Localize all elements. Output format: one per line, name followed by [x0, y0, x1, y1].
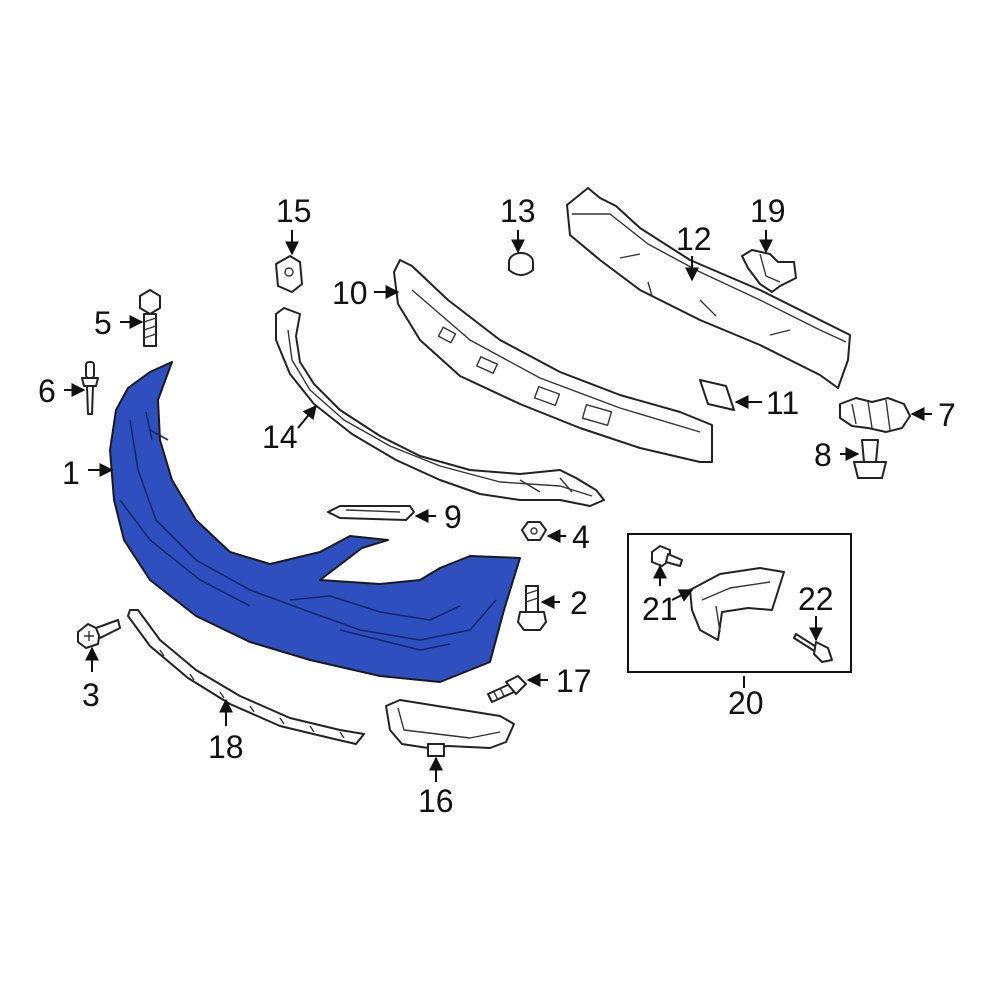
part-20-bracket [689, 567, 785, 641]
callout-7: 7 [938, 397, 956, 433]
callout-1: 1 [62, 455, 80, 491]
part-15-clip [275, 255, 303, 293]
callout-21: 21 [642, 591, 678, 627]
callout-15: 15 [276, 193, 312, 229]
callout-8: 8 [814, 437, 832, 473]
callout-20: 20 [728, 685, 764, 721]
callout-5: 5 [94, 305, 112, 341]
callout-labels: 1 2 3 4 5 6 7 8 9 10 11 12 13 14 15 16 1… [38, 193, 956, 819]
callout-17: 17 [556, 663, 592, 699]
part-11-pad [699, 379, 735, 411]
callout-9: 9 [444, 499, 462, 535]
callout-4: 4 [572, 519, 590, 555]
callout-2: 2 [570, 585, 588, 621]
callout-22: 22 [798, 581, 834, 617]
part-12-reinforcement-bar [566, 187, 851, 389]
part-4-nut [521, 521, 547, 541]
callout-12: 12 [676, 221, 712, 257]
part-6-rivet [81, 361, 99, 415]
leader-lines [64, 230, 932, 782]
callout-10: 10 [332, 275, 368, 311]
leader-14 [297, 404, 317, 429]
part-1-bumper-cover [109, 361, 521, 683]
part-5-bolt [139, 289, 161, 347]
part-17-bolt [487, 675, 527, 703]
part-10-energy-absorber [393, 259, 713, 463]
part-20-kit-box [627, 533, 852, 673]
callout-6: 6 [38, 373, 56, 409]
callout-14: 14 [262, 419, 298, 455]
callout-18: 18 [208, 729, 244, 765]
callout-13: 13 [500, 193, 536, 229]
part-21-screw [651, 545, 683, 567]
part-9-bracket-strip [327, 505, 415, 521]
part-13-bumper-stop [508, 252, 534, 276]
callout-11: 11 [766, 385, 799, 421]
callout-3: 3 [82, 677, 100, 713]
part-7-bracket [839, 397, 911, 433]
part-2-bolt [517, 585, 547, 631]
callout-19: 19 [750, 193, 786, 229]
part-3-screw [77, 619, 121, 649]
part-16-fog-lamp-bezel [385, 699, 515, 757]
part-8-bolt [853, 439, 887, 479]
part-18-lower-molding [127, 609, 365, 745]
callout-16: 16 [418, 783, 454, 819]
part-22-pin [793, 633, 833, 663]
leader-21b [671, 589, 694, 602]
part-14-upper-guide [275, 307, 605, 507]
